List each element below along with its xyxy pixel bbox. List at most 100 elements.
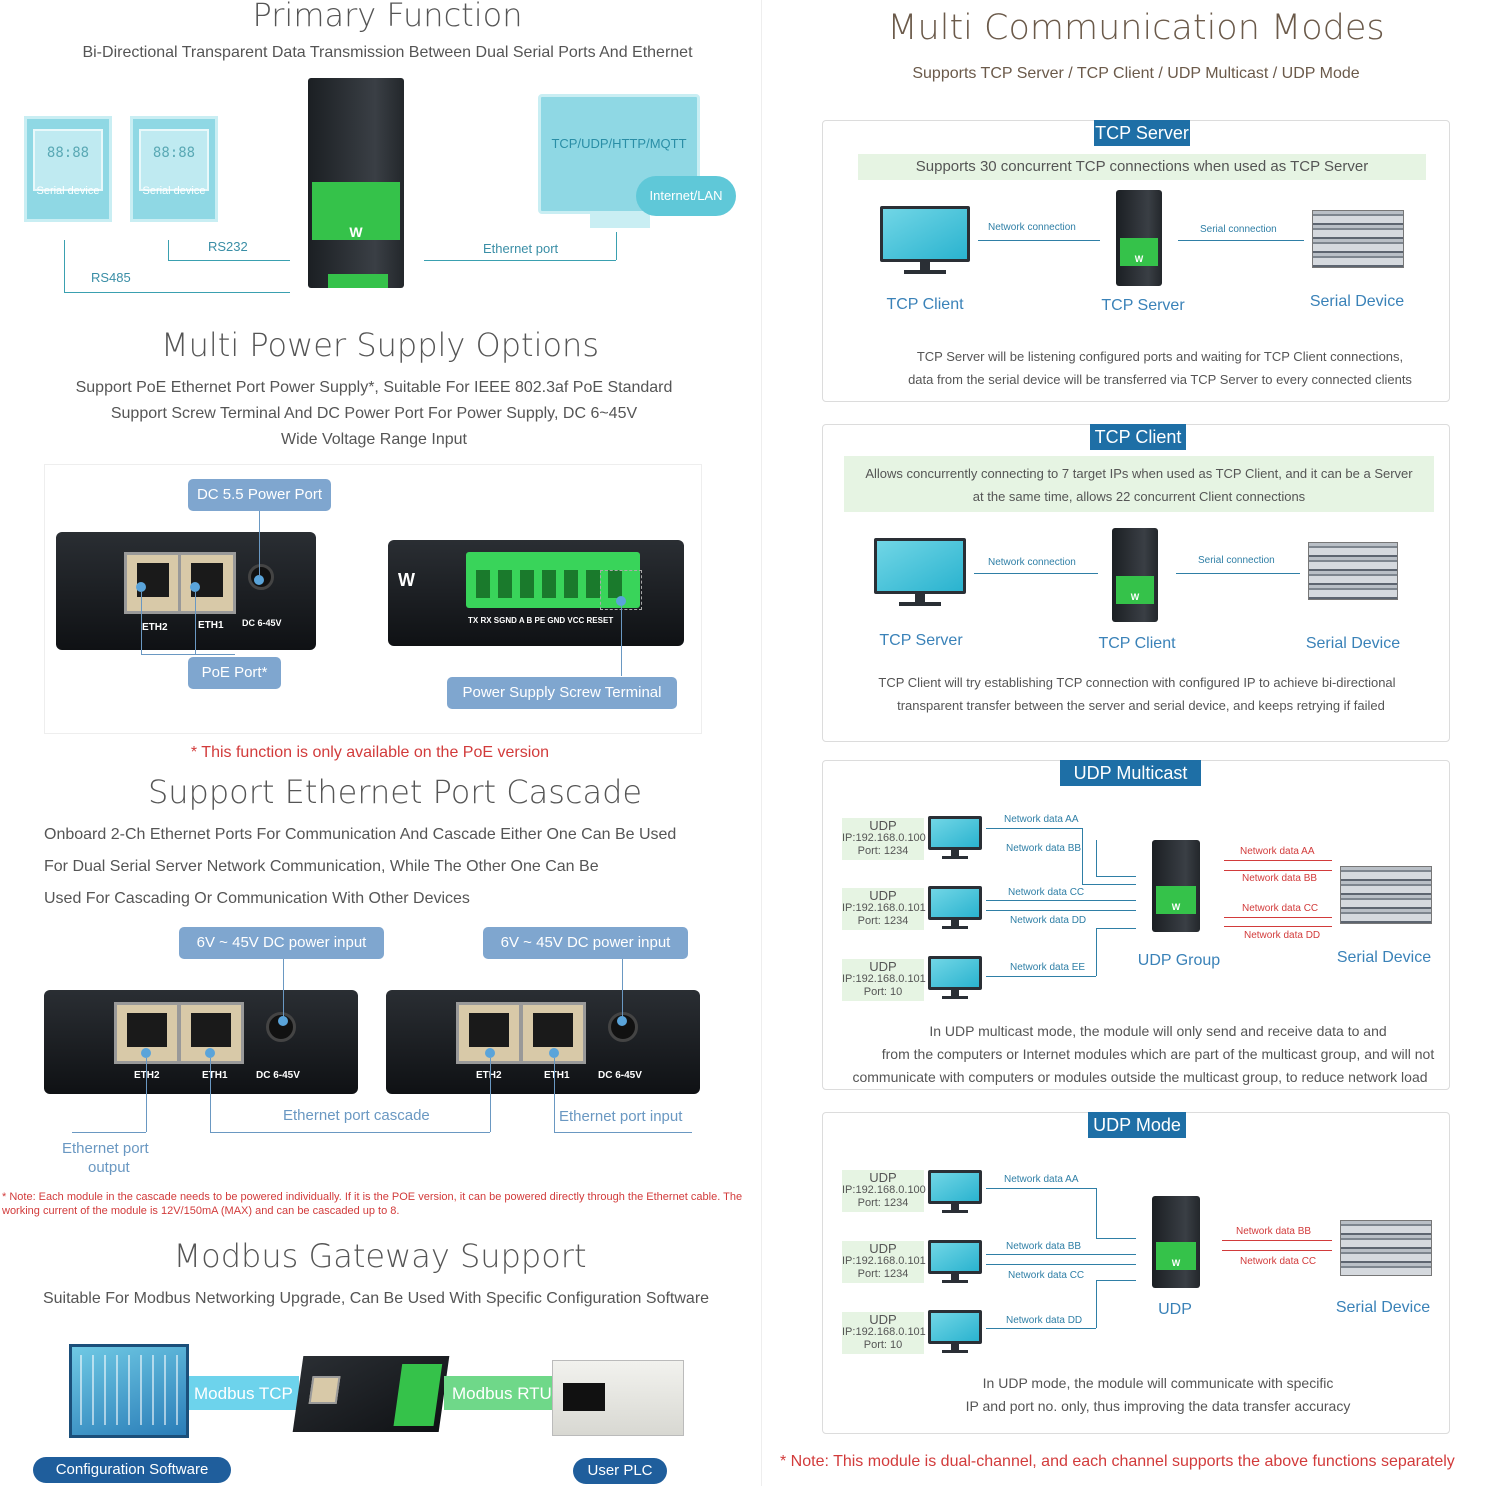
udp-mode-dd-v bbox=[1096, 1280, 1097, 1328]
cascade-dot-4 bbox=[549, 1048, 559, 1058]
power-panel-left: ETH2 ETH1 DC 6-45V bbox=[56, 532, 316, 650]
udp-mc-r-cc-line bbox=[1224, 917, 1332, 918]
config-software-screen bbox=[69, 1344, 189, 1438]
udp-mode-dd-h2 bbox=[1096, 1280, 1136, 1281]
power-line-1: Support PoE Ethernet Port Power Supply*,… bbox=[75, 379, 673, 396]
udp-mode-aa-h2 bbox=[1096, 1238, 1136, 1239]
udp-mode-host-2-port: Port: 1234 bbox=[857, 1268, 909, 1280]
column-divider bbox=[761, 0, 762, 1486]
power-panel-right: W TX RX SGND A B PE GND VCC RESET bbox=[388, 540, 684, 646]
dc-dot bbox=[254, 575, 264, 585]
power-dc-range: DC 6-45V bbox=[242, 618, 282, 628]
udp-mode-host-1-name: UDP bbox=[869, 1170, 897, 1185]
tcp-client-left: TCP Server bbox=[879, 632, 963, 649]
udp-mode-cc-line bbox=[986, 1264, 1136, 1265]
cascade-output-1: Ethernet port bbox=[62, 1140, 149, 1157]
modes-note: * Note: This module is dual-channel, and… bbox=[780, 1453, 1455, 1470]
udp-mc-r-bb: Network data BB bbox=[1242, 873, 1318, 884]
udp-mode-dd-h1 bbox=[986, 1328, 1096, 1329]
udp-mc-host-2-ip: IP:192.168.0.101 bbox=[842, 902, 926, 914]
tcp-server-net-label: Network connection bbox=[988, 222, 1076, 233]
udp-mc-rack bbox=[1340, 866, 1432, 924]
cascade-panel-left: ETH2 ETH1 DC 6-45V bbox=[44, 990, 358, 1094]
cascade-out-h bbox=[72, 1132, 146, 1133]
cascade-line-2: For Dual Serial Server Network Communica… bbox=[44, 858, 599, 875]
screw-highlight bbox=[600, 570, 642, 610]
udp-mode-desc-1: In UDP mode, the module will communicate… bbox=[982, 1375, 1334, 1391]
udp-mc-aa-line bbox=[986, 828, 1082, 829]
tcp-client-server-monitor bbox=[874, 538, 966, 608]
udp-mode-aa-h1 bbox=[986, 1188, 1096, 1189]
cloud-protocols: TCP/UDP/HTTP/MQTT bbox=[551, 136, 687, 151]
udp-mc-serial: Serial Device bbox=[1336, 949, 1432, 966]
serial-device-2: 88:88 Serial device bbox=[130, 116, 218, 222]
udp-mc-data-ee: Network data EE bbox=[1010, 962, 1086, 973]
cascade-in-h bbox=[554, 1132, 692, 1133]
screw-pointer bbox=[621, 606, 622, 676]
udp-mc-bb-v bbox=[1096, 840, 1097, 876]
tcp-server-serial-arrow bbox=[1178, 240, 1304, 241]
udp-mode-serial: Serial Device bbox=[1335, 1299, 1431, 1316]
tcp-client-label: TCP Client bbox=[1090, 424, 1186, 450]
rs485-label: RS485 bbox=[91, 270, 131, 285]
power-eth2: ETH2 bbox=[142, 622, 168, 633]
udp-mc-ee-h bbox=[1096, 928, 1136, 929]
udp-mc-ee-line bbox=[986, 976, 1096, 977]
modbus-tcp-band bbox=[189, 1376, 299, 1410]
cascade-dc-left-pointer bbox=[283, 959, 284, 1021]
tcp-server-band: Supports 30 concurrent TCP connections w… bbox=[858, 154, 1426, 180]
udp-mc-host-1-name: UDP bbox=[869, 818, 897, 833]
udp-mode-data-aa: Network data AA bbox=[1004, 1174, 1079, 1185]
tcp-client-desc-2: transparent transfer between the server … bbox=[897, 698, 1385, 713]
cascade-title: Support Ethernet Port Cascade bbox=[147, 773, 643, 811]
cascade-casc-v2 bbox=[490, 1058, 491, 1132]
udp-mc-data-dd: Network data DD bbox=[1010, 915, 1087, 926]
udp-mc-host-3-port: Port: 10 bbox=[863, 986, 903, 998]
user-plc-pill: User PLC bbox=[573, 1458, 667, 1484]
cloud-label: Internet/LAN bbox=[649, 188, 723, 203]
udp-mc-host-2-name: UDP bbox=[869, 888, 897, 903]
poe-pointer-h bbox=[141, 654, 235, 655]
udp-mode-host-1-ip: IP:192.168.0.100 bbox=[842, 1184, 926, 1196]
device-2-label: Serial device bbox=[142, 185, 206, 197]
rs232-label: RS232 bbox=[208, 239, 248, 254]
udp-mc-r-aa-line bbox=[1224, 860, 1332, 861]
udp-mode-data-cc: Network data CC bbox=[1008, 1270, 1085, 1281]
config-software-pill: Configuration Software bbox=[33, 1457, 231, 1483]
udp-mode-desc-2: IP and port no. only, thus improving the… bbox=[965, 1398, 1351, 1414]
cascade-right-eth1: ETH1 bbox=[544, 1070, 570, 1081]
udp-mode-r-cc-line bbox=[1222, 1250, 1332, 1251]
screw-dot bbox=[616, 596, 626, 606]
udp-mode-host-2-ip: IP:192.168.0.101 bbox=[842, 1255, 926, 1267]
modes-subtitle: Supports TCP Server / TCP Client / UDP M… bbox=[912, 65, 1360, 82]
udp-multicast-label: UDP Multicast bbox=[1060, 760, 1201, 786]
udp-mc-r-dd-line bbox=[1224, 926, 1332, 927]
poe-note: * This function is only available on the… bbox=[190, 744, 550, 761]
udp-mc-data-bb: Network data BB bbox=[1006, 843, 1082, 854]
tcp-client-rack bbox=[1308, 542, 1398, 600]
udp-mc-group: UDP Group bbox=[1137, 952, 1221, 969]
udp-mc-host-1-port: Port: 1234 bbox=[857, 845, 909, 857]
udp-mc-host-3-ip: IP:192.168.0.101 bbox=[842, 973, 926, 985]
serial-device-1: 88:88 Serial device bbox=[24, 116, 112, 222]
udp-mode-host-3-name: UDP bbox=[869, 1312, 897, 1327]
cascade-dot-5 bbox=[278, 1016, 288, 1026]
power-eth1: ETH1 bbox=[198, 620, 224, 631]
udp-mc-ee-v bbox=[1096, 928, 1097, 976]
tcp-client-device: W bbox=[1112, 528, 1158, 622]
tcp-server-serial-label: Serial connection bbox=[1200, 224, 1277, 235]
cascade-port-cascade: Ethernet port cascade bbox=[283, 1107, 430, 1124]
udp-mode-monitor-2 bbox=[928, 1240, 982, 1284]
udp-mode-data-bb: Network data BB bbox=[1006, 1241, 1082, 1252]
udp-mc-desc-3: communicate with computers or modules ou… bbox=[852, 1069, 1428, 1085]
modbus-subtitle: Suitable For Modbus Networking Upgrade, … bbox=[42, 1290, 710, 1307]
udp-multicast-box bbox=[822, 760, 1450, 1090]
screw-terminal-pill: Power Supply Screw Terminal bbox=[447, 677, 677, 709]
udp-mode-host-2: UDP IP:192.168.0.101 Port: 1234 bbox=[842, 1241, 926, 1283]
tcp-client-desc-1: TCP Client will try establishing TCP con… bbox=[878, 675, 1396, 690]
udp-mc-data-aa: Network data AA bbox=[1004, 814, 1079, 825]
cascade-casc-h bbox=[210, 1132, 490, 1133]
cascade-right-eth2: ETH2 bbox=[476, 1070, 502, 1081]
plc-device bbox=[552, 1360, 684, 1436]
poe-port-pill: PoE Port* bbox=[188, 657, 281, 689]
